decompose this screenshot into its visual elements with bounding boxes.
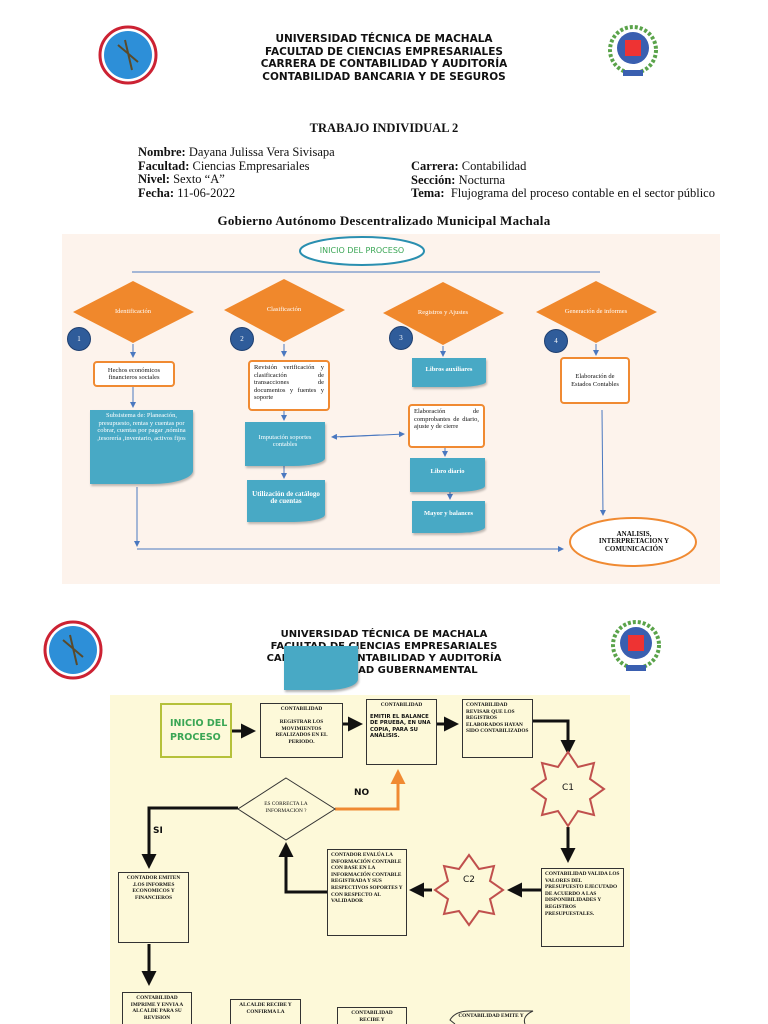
c2-label: C2	[462, 875, 475, 886]
fce-logo	[608, 25, 658, 76]
carrera-value: Contabilidad	[461, 159, 527, 173]
utilizacion-doc: Utilización de catálogo de cuentas	[247, 480, 325, 522]
utmach-logo	[98, 25, 158, 85]
si-label: SI	[153, 826, 163, 836]
mayor-balances-doc: Mayor y balances	[412, 501, 485, 533]
libro-diario-doc: Libro diario	[410, 458, 485, 492]
facultad-value: Ciencias Empresariales	[192, 158, 310, 173]
step-label: Registros y Ajustes	[417, 309, 469, 317]
estados-contables-box: Elaboración de Estados Contables	[560, 357, 630, 404]
fce-logo-2	[611, 620, 661, 671]
fecha-value: 11-06-2022	[177, 185, 236, 200]
university-header: UNIVERSIDAD TÉCNICA DE MACHALA FACULTAD …	[0, 33, 768, 83]
imputacion-doc: Imputación soportes contables	[245, 422, 325, 466]
balance-box-text: EMITIR EL BALANCE DE PRUEBA, EN UNA COPI…	[370, 713, 431, 740]
diamond-identificacion	[73, 281, 194, 343]
seccion-value: Nocturna	[458, 172, 506, 187]
diamond-registros	[383, 282, 504, 345]
c1-star	[530, 750, 606, 828]
step-number: 4	[544, 329, 568, 353]
start-label: INICIO DEL PROCESO	[319, 246, 405, 256]
label: Facultad:	[138, 158, 190, 173]
utmach-logo-2	[43, 620, 103, 680]
header-line: UNIVERSIDAD TÉCNICA DE MACHALA	[280, 629, 488, 640]
university-header-2: UNIVERSIDAD TÉCNICA DE MACHALA FACULTAD …	[0, 629, 768, 677]
start-ellipse	[299, 236, 425, 266]
libros-auxiliares-doc: Libros auxiliares	[412, 358, 486, 387]
registrar-box: CONTABILIDAD REGISTRAR LOS MOVIMIENTOS R…	[260, 703, 343, 758]
valida-box: CONTABILIDAD VALIDA LOS VALORES DEL PRES…	[541, 868, 624, 947]
end-ellipse	[569, 517, 697, 567]
decision-diamond	[237, 777, 336, 841]
header-line: CONTABILIDAD GUBERNAMENTAL	[290, 665, 478, 676]
step-label: Generación de informes	[564, 308, 628, 316]
step-number: 2	[230, 327, 254, 351]
header-line: CONTABILIDAD BANCARIA Y DE SEGUROS	[262, 70, 506, 83]
label: Tema:	[411, 186, 445, 200]
step-diamonds	[73, 279, 657, 345]
subsistema-doc: Subsistema de: Planeación, presupuesto, …	[90, 410, 193, 484]
nivel-value: Sexto “A”	[173, 172, 225, 186]
header-line: FACULTAD DE CIENCIAS EMPRESARIALES	[270, 641, 498, 652]
recibe-box: CONTABILIDAD RECIBE Y	[337, 1007, 407, 1024]
emiten-box: CONTADOR EMITEN .LOS INFORMES ECONOMICOS…	[118, 872, 189, 943]
balance-box-head: CONTABILIDAD	[380, 702, 423, 708]
label: Sección:	[411, 172, 456, 187]
balance-box: CONTABILIDAD EMITIR EL BALANCE DE PRUEBA…	[366, 699, 437, 765]
overlapping-teal-shape	[284, 646, 358, 690]
nombre-value: Dayana Julissa Vera Sivisapa	[188, 145, 335, 159]
step-number: 1	[67, 327, 91, 351]
document-title: TRABAJO INDIVIDUAL 2	[309, 121, 459, 135]
label: Carrera:	[411, 159, 459, 173]
diamond-clasificacion	[224, 279, 345, 342]
emite-doc-label: CONTABILIDAD EMITE Y	[458, 1013, 524, 1019]
alcalde-box: ALCALDE RECIBE Y CONFIRMA LA	[230, 999, 301, 1024]
imprime-box: CONTABILIDAD IMPRIME Y ENVIA A ALCALDE P…	[122, 992, 192, 1024]
label: Fecha:	[138, 185, 175, 200]
emite-doc-shape	[449, 1010, 534, 1024]
revisar-box: CONTABILIDAD REVISAR QUE LOS REGISTROS E…	[462, 699, 533, 758]
end-label: ANALISIS, INTERPRETACION Y COMUNICACIÓN	[598, 529, 670, 553]
step-number: 3	[389, 326, 413, 350]
evalua-box: CONTADOR EVALÚA LA INFORMACIÓN CONTABLE …	[327, 849, 407, 936]
no-label: NO	[354, 788, 370, 798]
hechos-box: Hechos económicos financieros sociales	[93, 361, 175, 387]
diamond-generacion	[536, 281, 657, 343]
course-info: Carrera: Contabilidad Sección: Nocturna …	[411, 159, 715, 201]
step-label: Clasificación	[266, 306, 302, 314]
comprobantes-box: Elaboración de comprobantes de diario, a…	[408, 404, 485, 448]
c2-star	[433, 853, 505, 927]
label: Nivel:	[138, 172, 170, 186]
decision-label: ES CORRECTA LA INFORMACION ?	[264, 801, 308, 814]
header-line: UNIVERSIDAD TÉCNICA DE MACHALA	[275, 33, 493, 45]
tema-value: Flujograma del proceso contable en el se…	[450, 186, 715, 200]
label: Nombre:	[138, 145, 186, 159]
header-line: CARRERA DE CONTABILIDAD Y AUDITORÍA	[266, 653, 502, 664]
c1-label: C1	[561, 783, 574, 794]
student-info: Nombre: Dayana Julissa Vera Sivisapa Fac…	[138, 145, 335, 200]
header-line: CARRERA DE CONTABILIDAD Y AUDITORÍA	[260, 58, 508, 70]
subtitle: Gobierno Autónomo Descentralizado Munici…	[217, 213, 551, 228]
step-label: Identificación	[114, 308, 152, 316]
revision-box: Revisión verificación y clasificación de…	[248, 360, 330, 411]
inicio-box: INICIO DEL PROCESO	[160, 703, 232, 758]
header-line: FACULTAD DE CIENCIAS EMPRESARIALES	[264, 45, 503, 58]
